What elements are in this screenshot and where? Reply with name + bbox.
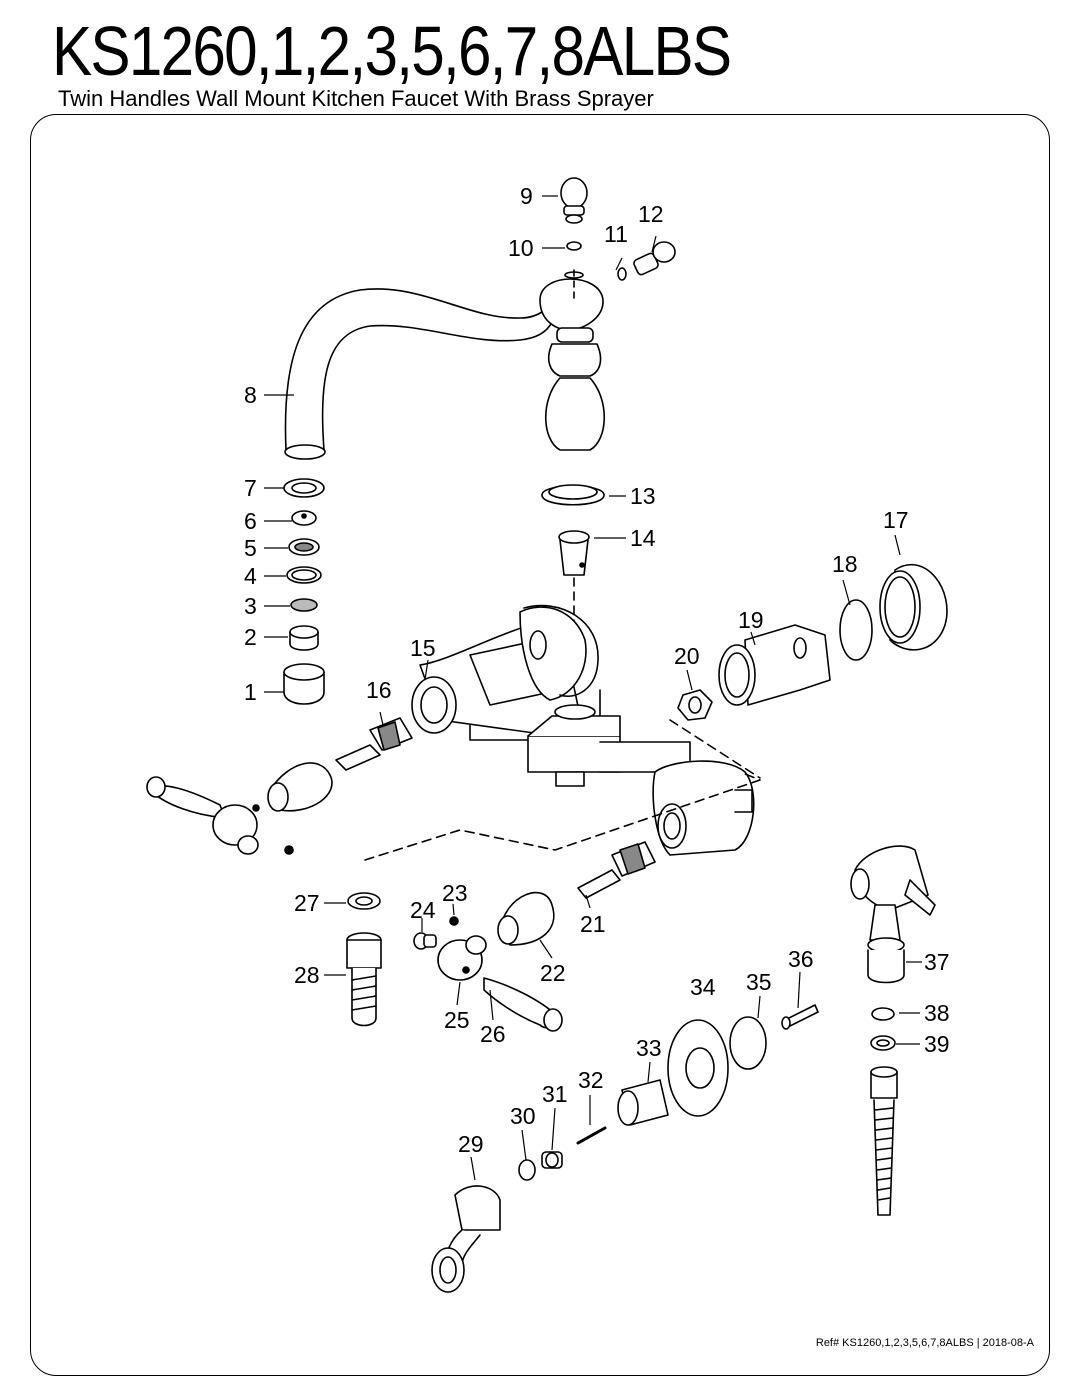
model-description: Twin Handles Wall Mount Kitchen Faucet W…: [58, 86, 654, 111]
label-30: 30: [510, 1103, 536, 1129]
escutcheon-part-34: [667, 1019, 729, 1117]
knob-part-12: [633, 241, 676, 276]
model-title: KS1260,1,2,3,5,6,7,8ALBS: [52, 12, 732, 90]
oring-part-10: [566, 241, 582, 251]
label-15: 15: [410, 635, 436, 661]
label-38: 38: [924, 1000, 950, 1026]
cartridge-part-21: [577, 841, 656, 899]
part-labels: 1 2 3 4 5 6 7 8 9 10 11 12 13 14 15 16 1…: [244, 183, 950, 1157]
washer-part-11: [617, 267, 627, 281]
label-36: 36: [788, 946, 814, 972]
label-29: 29: [458, 1131, 484, 1157]
label-11: 11: [604, 221, 628, 247]
hook-part-29: [431, 1185, 501, 1293]
spout-part-8: [284, 271, 606, 460]
label-33: 33: [636, 1035, 662, 1061]
leader-lines: [264, 195, 922, 1181]
ring-part-13: [541, 484, 605, 506]
label-8: 8: [244, 382, 257, 408]
label-25: 25: [444, 1007, 470, 1033]
cap-part-22: [497, 891, 555, 946]
label-23: 23: [442, 880, 468, 906]
label-12: 12: [638, 201, 664, 227]
label-14: 14: [630, 525, 656, 551]
label-32: 32: [578, 1067, 604, 1093]
label-22: 22: [540, 960, 566, 986]
sprayer-head-part-37: [850, 845, 936, 984]
oring-part-35: [729, 1016, 767, 1070]
label-39: 39: [924, 1031, 950, 1057]
label-28: 28: [294, 962, 320, 988]
screw-part-23: [449, 916, 459, 926]
label-37: 37: [924, 949, 950, 975]
label-27: 27: [294, 890, 320, 916]
label-26: 26: [480, 1021, 506, 1047]
washer-part-27: [347, 892, 381, 910]
label-4: 4: [244, 563, 257, 589]
label-21: 21: [580, 911, 606, 937]
pin-part-32: [576, 1126, 607, 1145]
label-35: 35: [746, 969, 772, 995]
label-10: 10: [508, 235, 534, 261]
finial-part-9: [560, 177, 588, 224]
button-part-24: [413, 932, 437, 950]
nut-part-20: [677, 689, 713, 721]
label-34: 34: [690, 974, 716, 1000]
label-20: 20: [674, 643, 700, 669]
label-13: 13: [630, 483, 656, 509]
flange-part-17: [879, 563, 948, 651]
handle-hub-part-25: [437, 935, 487, 981]
adapter-part-31: [541, 1151, 563, 1169]
coupling-part-19: [718, 624, 831, 706]
cartridge-part-16: [335, 717, 413, 771]
hose: [870, 1066, 898, 1216]
insert-part-14: [558, 530, 590, 576]
shank-part-28: [346, 932, 382, 1027]
label-1: 1: [244, 679, 257, 705]
label-3: 3: [244, 593, 257, 619]
label-31: 31: [542, 1081, 568, 1107]
diagram-frame: [30, 114, 1050, 1376]
label-24: 24: [410, 897, 436, 923]
label-19: 19: [738, 607, 764, 633]
label-9: 9: [520, 183, 533, 209]
label-6: 6: [244, 508, 257, 534]
faucet-body-part-15: [411, 604, 755, 856]
aerator-parts-1-7: [283, 478, 325, 705]
label-18: 18: [832, 551, 858, 577]
lever-handle-left: [146, 776, 294, 855]
screw-part-36: [781, 1004, 819, 1030]
label-7: 7: [244, 475, 257, 501]
connector-part-33: [617, 1079, 669, 1126]
label-17: 17: [883, 507, 909, 533]
washer-part-38: [871, 1007, 895, 1021]
washer-part-39: [870, 1035, 896, 1051]
reference-footer: Ref# KS1260,1,2,3,5,6,7,8ALBS | 2018-08-…: [815, 1337, 1034, 1349]
oring-part-18: [839, 599, 873, 661]
label-5: 5: [244, 535, 257, 561]
washer-part-30: [518, 1159, 536, 1181]
label-2: 2: [244, 624, 257, 650]
label-16: 16: [366, 677, 392, 703]
lever-part-26: [483, 977, 563, 1032]
cap-part-left: [267, 762, 333, 812]
